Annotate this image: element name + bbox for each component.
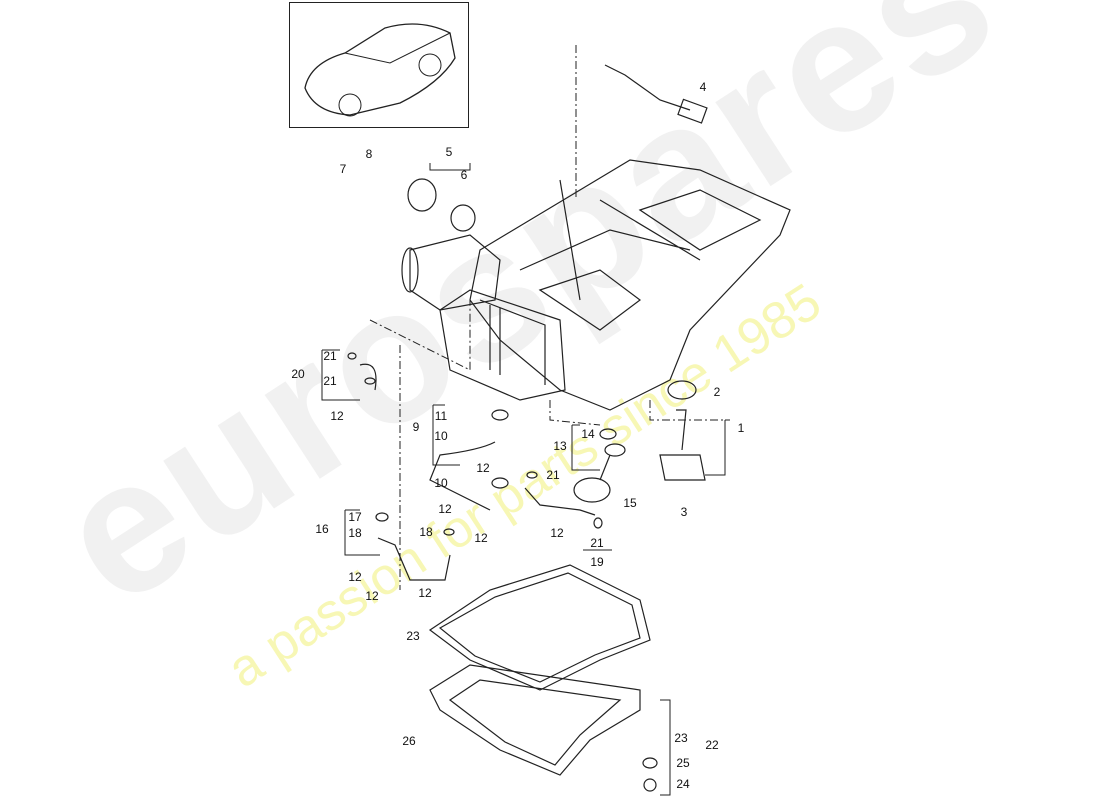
callout-10: 10: [434, 429, 448, 443]
car-icon: [304, 23, 456, 117]
callout-9: 9: [412, 420, 420, 434]
callout-17: 17: [348, 510, 362, 524]
callout-20: 20: [291, 367, 305, 381]
callout-12: 12: [476, 461, 490, 475]
callout-21: 21: [546, 468, 560, 482]
callout-12: 12: [474, 531, 488, 545]
callout-1: 1: [737, 421, 745, 435]
callout-7: 7: [339, 162, 347, 176]
callout-12: 12: [550, 526, 564, 540]
callout-16: 16: [315, 522, 329, 536]
callout-14: 14: [581, 427, 595, 441]
callout-12: 12: [438, 502, 452, 516]
callout-15: 15: [623, 496, 637, 510]
callout-23: 23: [406, 629, 420, 643]
oil-filter-housing: [401, 234, 501, 311]
callout-12: 12: [330, 409, 344, 423]
suction-pipe-13: [573, 443, 626, 503]
callout-21: 21: [323, 374, 337, 388]
callout-3: 3: [680, 505, 688, 519]
callout-18: 18: [348, 526, 362, 540]
oil-level-sensor: [659, 380, 706, 481]
callout-19: 19: [590, 555, 604, 569]
callout-21: 21: [323, 349, 337, 363]
sensor-4: [604, 64, 708, 124]
callout-13: 13: [553, 439, 567, 453]
cover-5: [407, 178, 476, 232]
callout-18: 18: [419, 525, 433, 539]
oil-pan-22: [429, 664, 641, 776]
callout-24: 24: [676, 777, 690, 791]
callout-12: 12: [348, 570, 362, 584]
callout-6: 6: [460, 168, 468, 182]
callout-11: 11: [434, 409, 448, 423]
oil-pipes: [359, 363, 596, 581]
leader-lines: [369, 45, 725, 590]
callout-10: 10: [434, 476, 448, 490]
callout-4: 4: [699, 80, 707, 94]
bracket-lines: [321, 163, 730, 796]
gasket-23: [428, 564, 651, 691]
callout-22: 22: [705, 738, 719, 752]
callout-5: 5: [445, 145, 453, 159]
callout-12: 12: [365, 589, 379, 603]
callout-25: 25: [676, 756, 690, 770]
callout-8: 8: [365, 147, 373, 161]
callout-12: 12: [418, 586, 432, 600]
callout-21: 21: [590, 536, 604, 550]
callout-2: 2: [713, 385, 721, 399]
oil-cooler: [439, 289, 566, 401]
callout-26: 26: [402, 734, 416, 748]
oil-sump-housing: [469, 159, 791, 411]
callout-23: 23: [674, 731, 688, 745]
vehicle-thumbnail: [289, 2, 469, 128]
